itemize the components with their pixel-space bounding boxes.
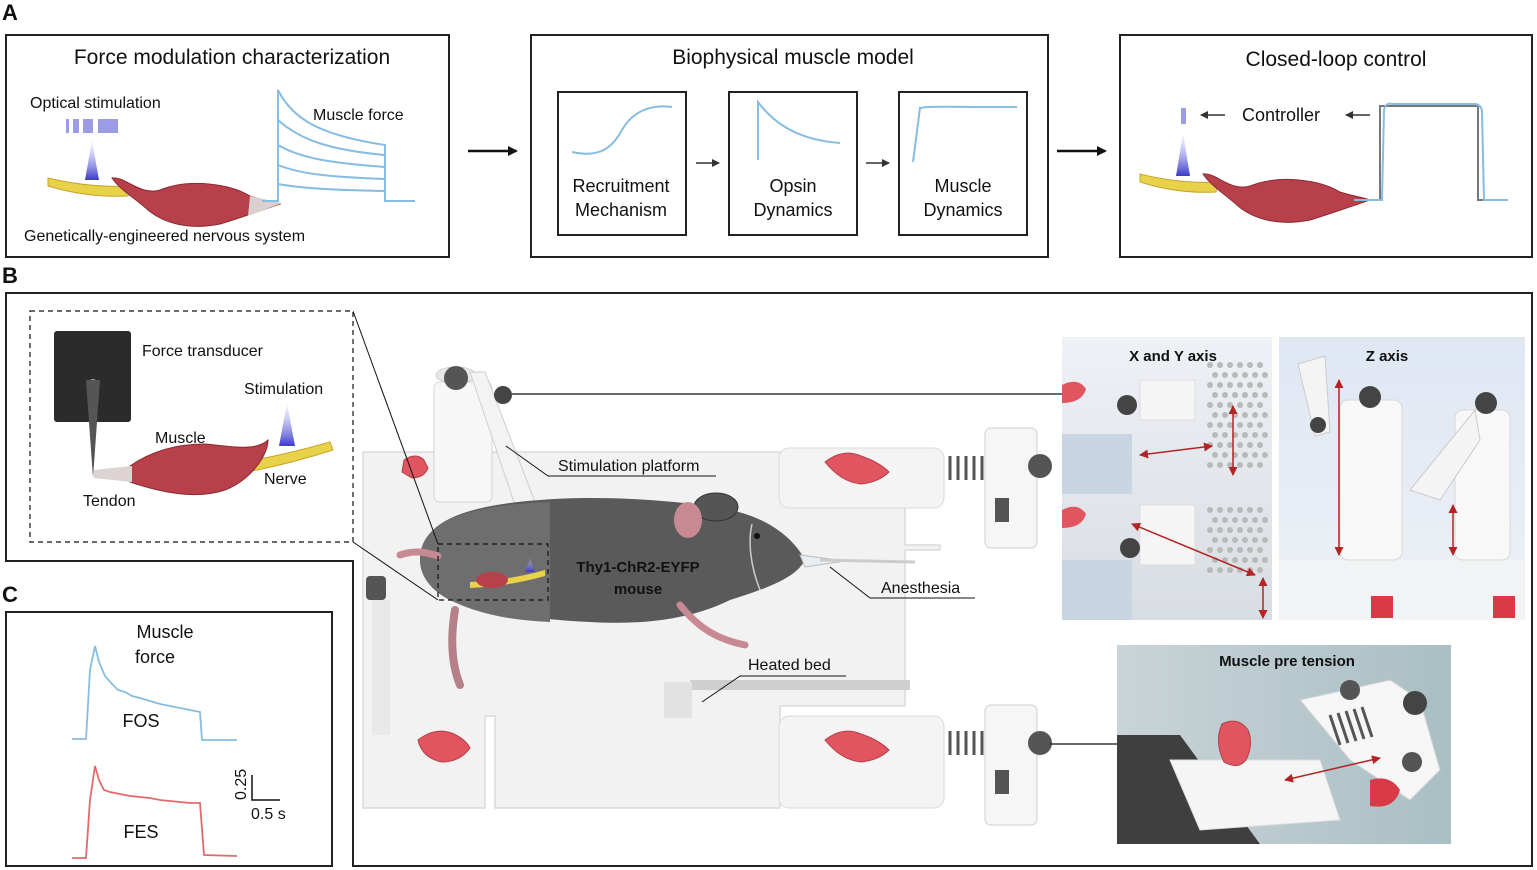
panel-c-label: C [2,582,18,607]
recruitment-label-line1: Recruitment [572,176,669,196]
xy-axis-panel: X and Y axis [1062,337,1272,620]
pre-tension-panel: Muscle pre tension [1117,645,1451,844]
muscle-force-label: Muscle force [313,107,404,124]
inset-connector-top [352,310,439,545]
thumb-screw-icon [1340,680,1360,700]
muscle-force-title-line2: force [135,647,175,667]
thumb-screw-icon [1218,720,1252,766]
thumb-screw-icon [1359,386,1381,408]
muscle-icon [111,177,282,227]
panel-b-frame [5,292,1533,867]
z-axis-label: Z axis [1366,348,1409,365]
sigmoid-curve [571,105,673,155]
xy-axis-label: X and Y axis [1129,348,1217,365]
red-dials [401,452,890,763]
scale-y-label: 0.25 [233,769,250,800]
spring-clamps [366,427,1052,826]
rise-curve [912,105,1018,163]
nerve-icon [1139,173,1219,193]
closed-loop-title: Closed-loop control [1246,48,1427,71]
force-transducer-icon [54,331,131,422]
nerve-icon [47,177,131,197]
stimulation-label: Stimulation [244,381,323,398]
muscle-force-title-line1: Muscle [136,622,193,642]
thumb-screw-icon [1117,395,1137,415]
fes-trace [72,765,238,859]
pre-tension-label: Muscle pre tension [1219,653,1355,670]
light-pulse-icon [66,119,118,133]
fos-label: FOS [122,711,159,731]
thumb-screw-icon [1403,691,1427,715]
controller-label: Controller [1242,105,1320,125]
light-pulse-icon [1181,108,1186,124]
nervous-system-label: Genetically-engineered nervous system [24,228,305,245]
laser-cone-icon [85,140,99,180]
thumb-screw-icon [1310,417,1326,433]
thumb-screw-icon [824,730,890,763]
thumb-screw-icon [824,452,890,485]
mouse-label-line2: mouse [614,581,662,598]
laser-cone-icon [279,403,295,446]
biophysical-model-box: Biophysical muscle model Recruitment Mec… [530,34,1049,258]
thumb-screw-icon [417,730,471,763]
muscle-label-line1: Muscle [934,176,991,196]
muscle-label-line2: Dynamics [923,200,1002,220]
inset-source-box [437,543,549,601]
thumb-screw-icon [494,386,512,404]
thumb-screw-icon [1120,538,1140,558]
heated-bed-label: Heated bed [748,657,831,674]
closed-loop-box: Closed-loop control Controller [1119,34,1533,258]
muscle-icon [476,572,508,588]
thumb-screw-icon [1062,506,1086,528]
anesthesia-label: Anesthesia [881,580,960,597]
panel-a-label: A [2,0,18,25]
fos-trace [72,645,237,741]
muscle-force-traces [262,89,415,202]
tracking-traces [1354,102,1508,201]
force-modulation-box: Force modulation characterization Optica… [5,34,450,258]
stimulation-platform [433,366,541,521]
muscle-icon [129,438,269,496]
inset-detail: Force transducer Stimulation Muscle Nerv… [29,310,354,543]
opsin-label-line1: Opsin [769,176,816,196]
force-transducer-label: Force transducer [142,343,264,360]
optical-stimulation-label: Optical stimulation [30,95,161,112]
force-modulation-title: Force modulation characterization [74,46,390,69]
fes-label: FES [123,822,158,842]
inset-connector-bottom [352,541,439,601]
scale-x-label: 0.5 s [251,806,286,823]
stimulation-platform-label: Stimulation platform [558,458,699,475]
mouse-icon: Thy1-ChR2-EYFP mouse [396,492,916,689]
thumb-screw-icon [1402,752,1422,772]
laser-cone-icon [525,558,535,572]
thumb-screw-icon [1475,392,1497,414]
recruitment-label-line2: Mechanism [575,200,667,220]
thumb-screw-icon [1028,731,1052,755]
z-axis-panel: Z axis [1279,337,1525,620]
thumb-screw-icon [1028,454,1052,478]
thumb-screw-icon [1062,381,1086,403]
opsin-label-line2: Dynamics [753,200,832,220]
thumb-screw-icon [444,366,468,390]
mouse-label-line1: Thy1-ChR2-EYFP [576,559,699,576]
muscle-label: Muscle [155,430,206,447]
tendon-label: Tendon [83,493,136,510]
nerve-label: Nerve [264,471,307,488]
decay-curve [757,98,841,160]
biophysical-model-title: Biophysical muscle model [672,46,914,69]
scale-bar [251,775,280,801]
panel-c-frame [5,611,333,867]
laser-cone-icon [1176,133,1190,176]
panel-b-label: B [2,263,18,288]
